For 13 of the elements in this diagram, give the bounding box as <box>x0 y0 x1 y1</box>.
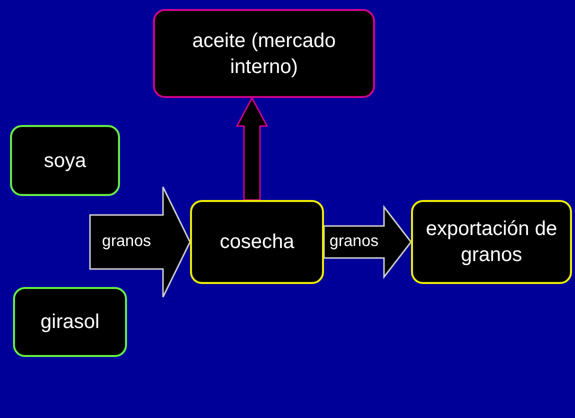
rounded-box <box>190 200 324 284</box>
box-label: cosecha <box>220 230 294 255</box>
box-label: aceite (mercado interno) <box>191 28 337 80</box>
rounded-box <box>411 200 572 284</box>
edge-label: granos <box>102 234 151 250</box>
box-label: soya <box>44 148 86 174</box>
block-arrow <box>236 96 268 201</box>
box-label: girasol <box>40 310 100 335</box>
rounded-box <box>10 125 120 196</box>
edge-label: granos <box>330 234 378 250</box>
rounded-box <box>153 9 375 98</box>
rounded-box <box>13 287 127 357</box>
box-label: exportación de granos <box>424 217 558 268</box>
